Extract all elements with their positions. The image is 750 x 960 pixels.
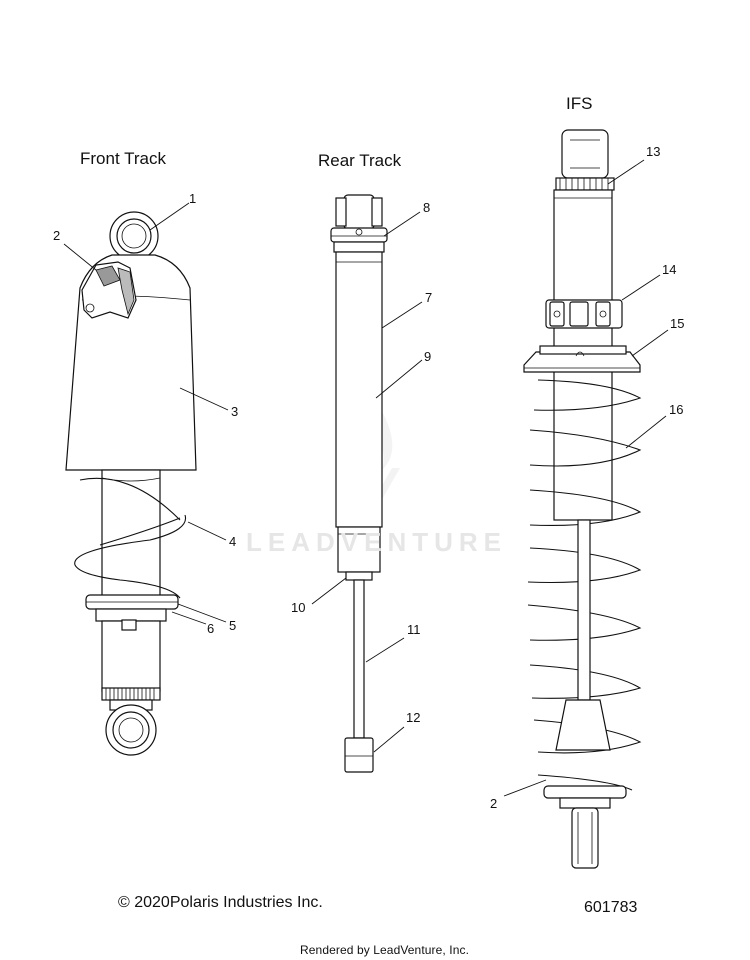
- front-track-shock: [65, 211, 197, 756]
- callout-1: 1: [189, 191, 197, 206]
- title-rear-track: Rear Track: [318, 151, 402, 170]
- callout-12: 12: [406, 710, 421, 725]
- callout-2-ifs: 2: [490, 796, 498, 811]
- callout-10: 10: [291, 600, 306, 615]
- copyright-text: © 2020Polaris Industries Inc.: [118, 894, 323, 911]
- callout-6: 6: [207, 621, 215, 636]
- callout-11: 11: [407, 622, 421, 637]
- callout-13: 13: [646, 144, 661, 159]
- callout-3: 3: [231, 404, 239, 419]
- title-ifs: IFS: [566, 94, 593, 113]
- callout-9: 9: [424, 349, 432, 364]
- watermark-text: LEADVENTURE: [246, 527, 508, 557]
- rear-track-shock: [330, 194, 388, 773]
- callout-8: 8: [423, 200, 431, 215]
- ifs-shock: [523, 129, 642, 869]
- callout-2-front: 2: [53, 228, 61, 243]
- rendered-by-text: Rendered by LeadVenture, Inc.: [300, 943, 470, 957]
- callout-14: 14: [662, 262, 677, 277]
- title-front-track: Front Track: [80, 149, 166, 168]
- leader-lines: [63, 159, 669, 797]
- callout-16: 16: [669, 402, 684, 417]
- callout-7: 7: [425, 290, 433, 305]
- diagram-number: 601783: [584, 899, 638, 916]
- callout-5: 5: [229, 618, 237, 633]
- callout-4: 4: [229, 534, 237, 549]
- callout-15: 15: [670, 316, 685, 331]
